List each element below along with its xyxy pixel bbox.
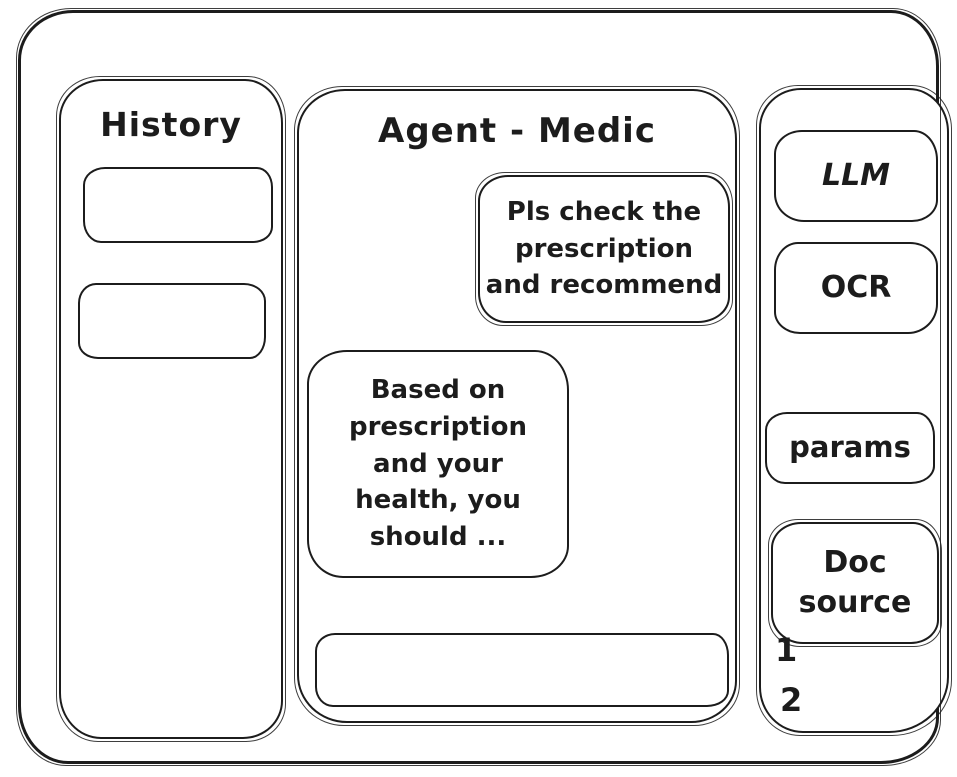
user-message-bubble: Pls check the prescription and recommend	[475, 172, 733, 326]
agent-message-bubble: Based on prescription and your health, y…	[307, 350, 569, 578]
chat-input[interactable]	[315, 633, 729, 707]
chat-title: Agent - Medic	[378, 111, 656, 151]
ocr-button[interactable]: OCR	[774, 242, 938, 334]
doc-source-item[interactable]: 2	[780, 681, 803, 719]
tools-panel: LLM OCR params Doc source 1 2	[756, 85, 952, 736]
chat-panel: Agent - Medic Pls check the prescription…	[294, 86, 740, 726]
params-button[interactable]: params	[765, 412, 935, 484]
history-item[interactable]	[83, 167, 273, 243]
doc-source-button[interactable]: Doc source	[768, 519, 942, 647]
history-item[interactable]	[78, 283, 266, 359]
doc-source-item[interactable]: 1	[775, 631, 798, 669]
llm-button[interactable]: LLM	[774, 130, 938, 222]
history-panel: History	[56, 76, 286, 742]
app-window-frame: History Agent - Medic Pls check the pres…	[16, 8, 952, 766]
history-title: History	[100, 105, 242, 144]
